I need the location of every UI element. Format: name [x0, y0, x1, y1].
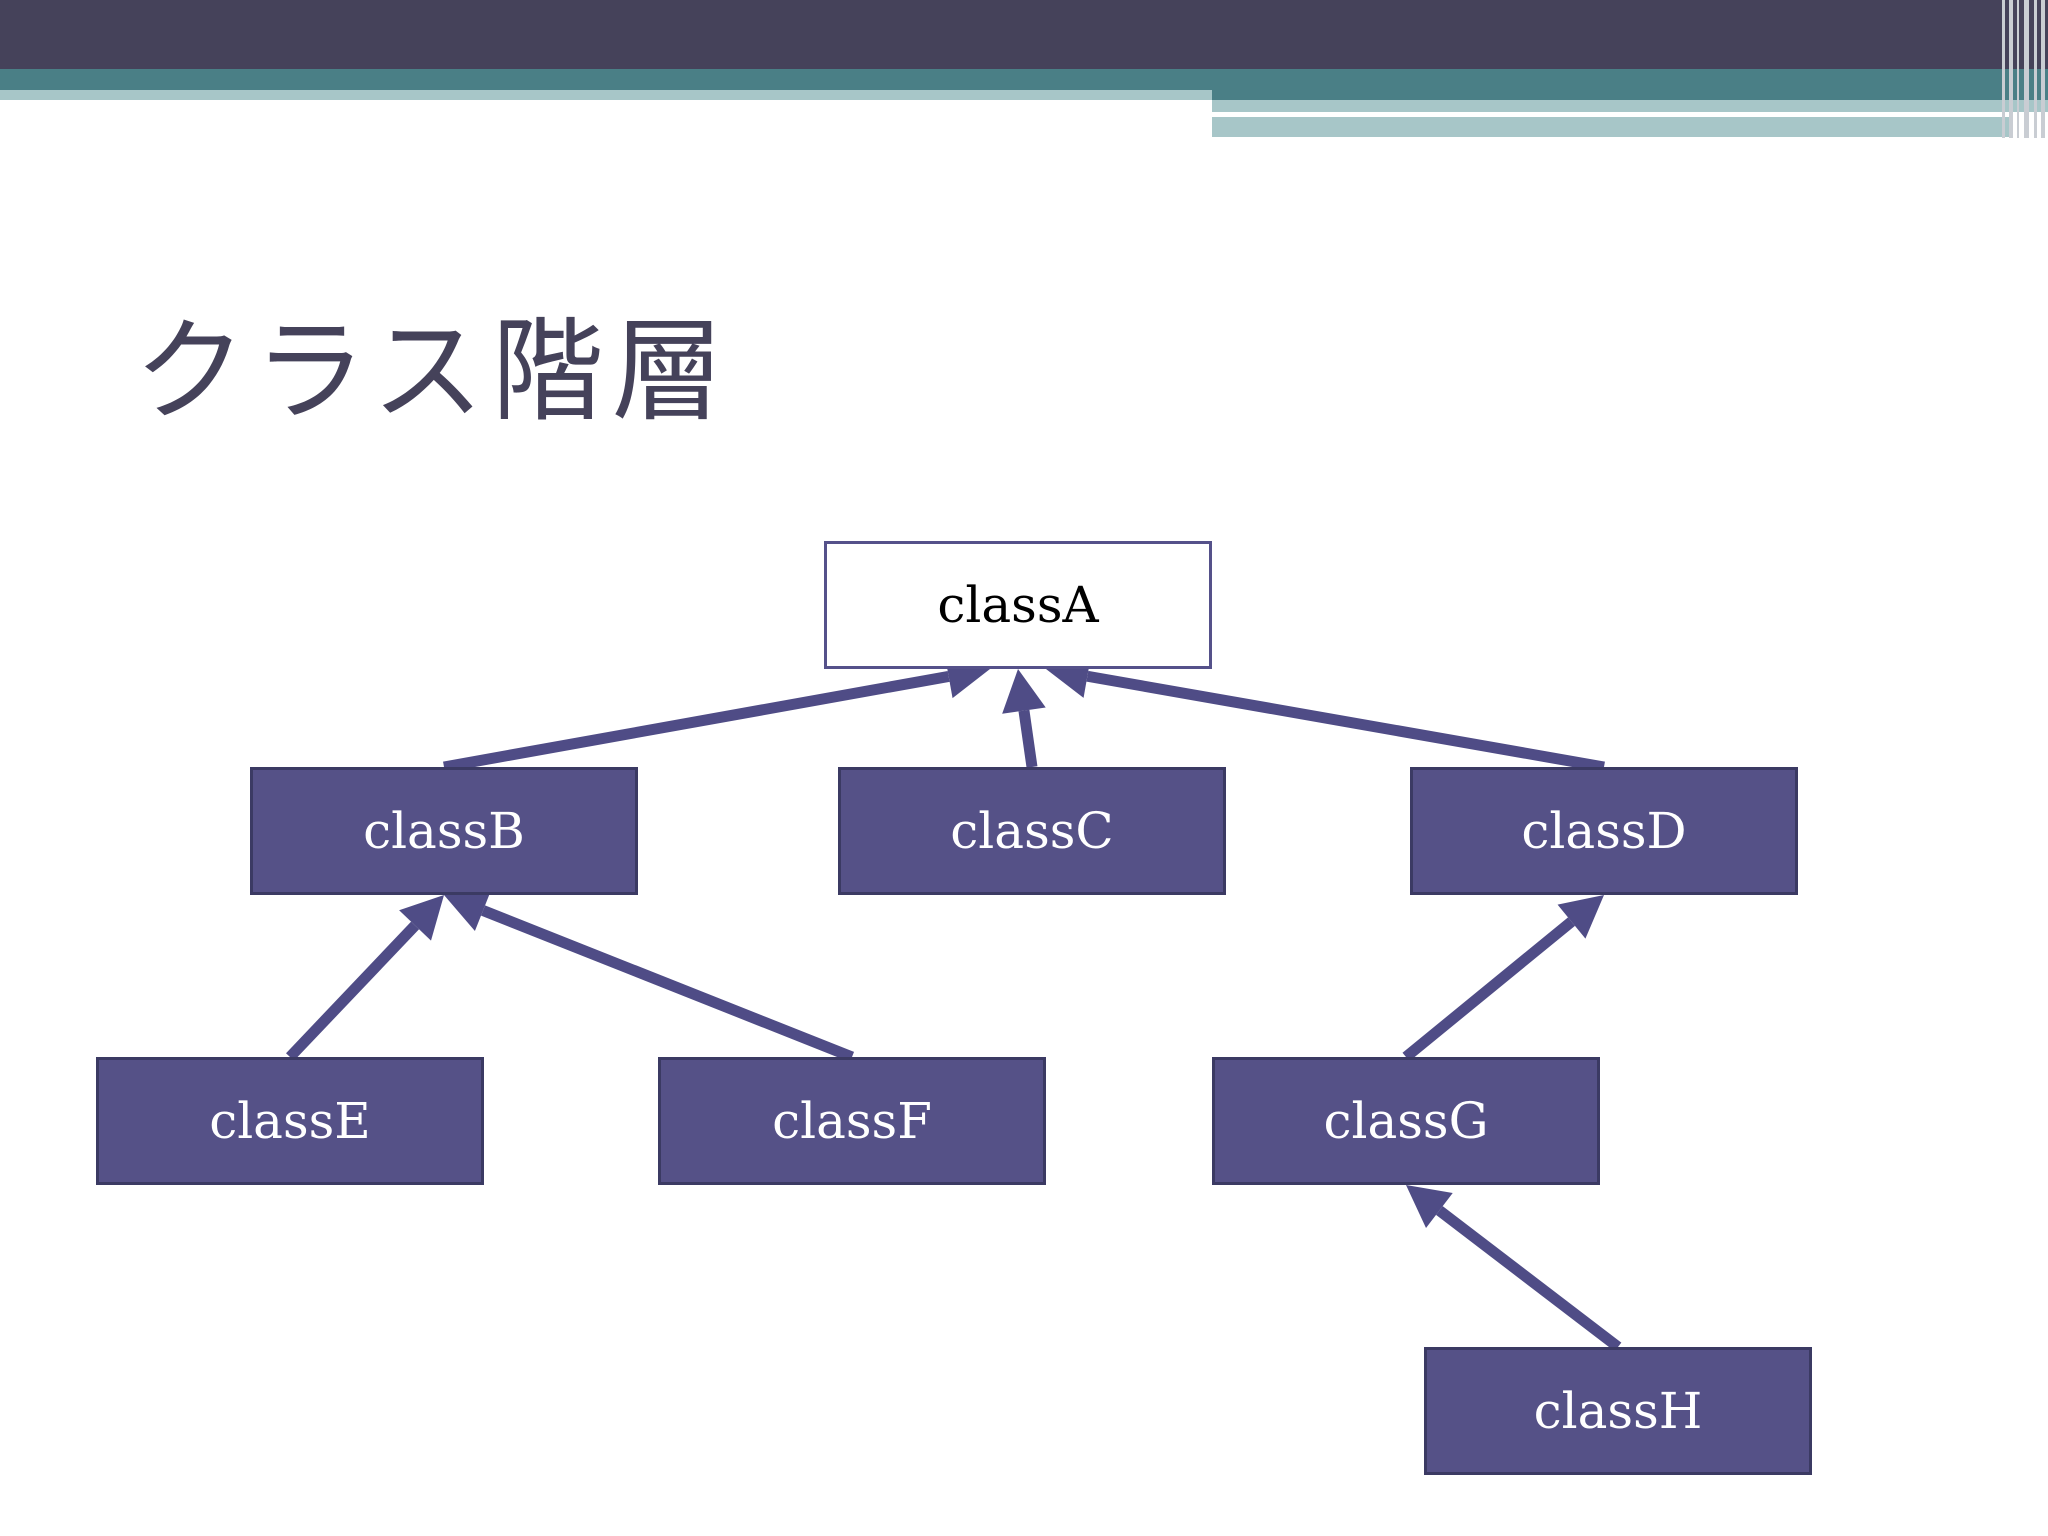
arrowhead-classE-to-classB — [399, 895, 444, 941]
header-bar-dark — [0, 0, 2048, 69]
node-classF: classF — [658, 1057, 1046, 1185]
header-bar-teal — [0, 69, 1212, 90]
node-classB: classB — [250, 767, 638, 895]
node-classA: classA — [824, 541, 1212, 669]
arrowhead-classF-to-classB — [444, 890, 492, 931]
header-white-line — [1212, 112, 1897, 117]
arrowhead-classH-to-classG — [1406, 1185, 1453, 1228]
header-bar-light-right — [1212, 100, 2048, 112]
header-bar-light — [0, 90, 1212, 100]
edge-classH-to-classG — [1436, 1206, 1622, 1352]
node-classG: classG — [1212, 1057, 1600, 1185]
node-classD: classD — [1410, 767, 1798, 895]
edge-classF-to-classB — [481, 905, 855, 1063]
node-classE: classE — [96, 1057, 484, 1185]
edge-classB-to-classA — [443, 671, 950, 773]
header-bar-light-lower — [1212, 117, 2012, 137]
edge-classG-to-classD — [1402, 917, 1575, 1062]
arrowhead-classG-to-classD — [1557, 895, 1604, 939]
header-stripes — [2000, 0, 2048, 138]
edge-classC-to-classA — [1018, 709, 1038, 768]
edge-classD-to-classA — [1086, 670, 1605, 773]
node-classH: classH — [1424, 1347, 1812, 1475]
arrowhead-classC-to-classA — [1002, 669, 1046, 714]
edge-classE-to-classB — [286, 921, 420, 1061]
node-classC: classC — [838, 767, 1226, 895]
header-bar-teal-right — [1212, 69, 2048, 100]
slide-title: クラス階層 — [134, 307, 732, 437]
